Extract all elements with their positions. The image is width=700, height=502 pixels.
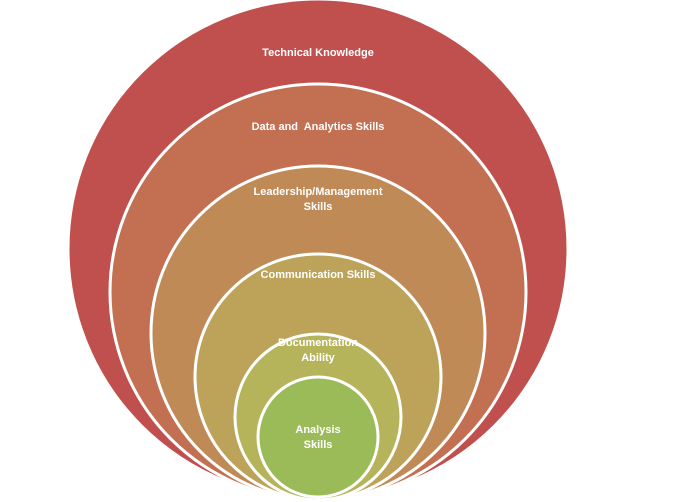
ring-label-line: Leadership/Management <box>254 186 383 198</box>
ring-label-line: Technical Knowledge <box>262 47 374 59</box>
rings-layer <box>66 0 570 502</box>
ring-label-2: Data and Analytics Skills <box>252 121 385 133</box>
ring-label-line: Communication Skills <box>261 269 376 281</box>
ring-label-line: Ability <box>301 352 335 364</box>
ring-label-line: Data and Analytics Skills <box>252 121 385 133</box>
ring-label-line: Skills <box>304 439 333 451</box>
ring-label-4: Communication Skills <box>261 269 376 281</box>
ring-label-line: Skills <box>304 201 333 213</box>
ring-label-1: Technical Knowledge <box>262 47 374 59</box>
ring-label-line: Analysis <box>295 424 340 436</box>
ring-6 <box>256 375 380 499</box>
ring-label-line: Documentation <box>278 337 358 349</box>
